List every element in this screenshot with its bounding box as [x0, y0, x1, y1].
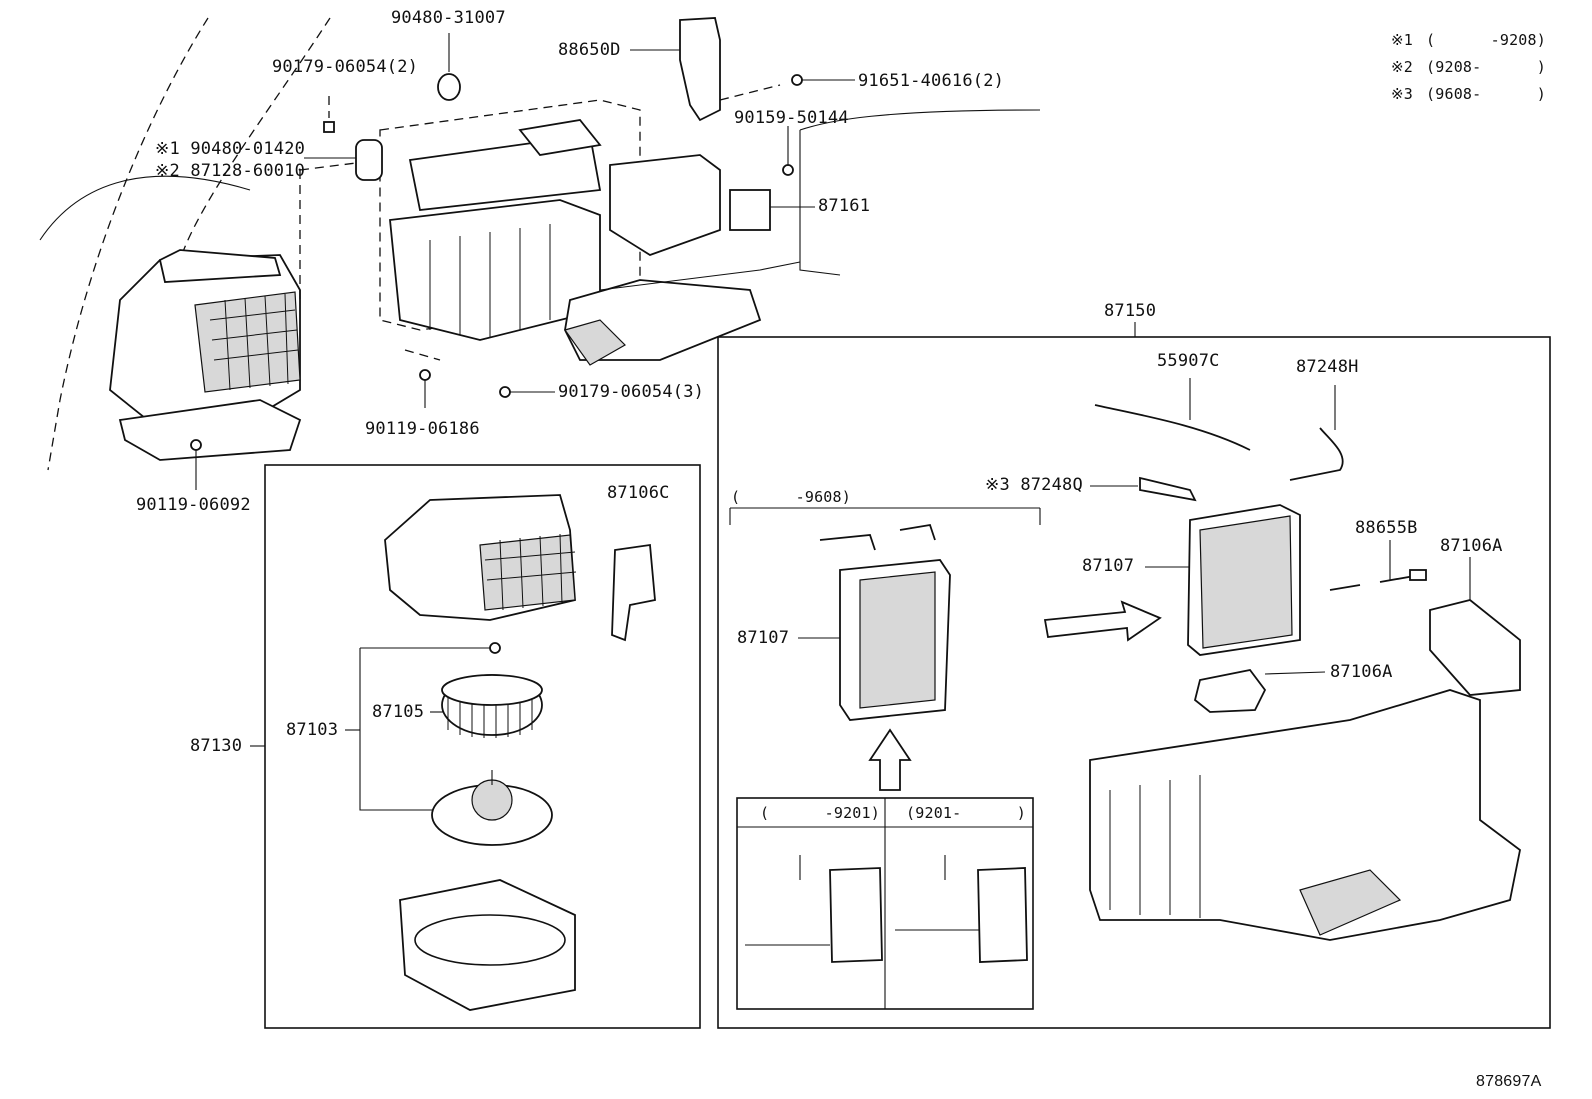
part-label-87107-heater-core: 87107	[737, 628, 790, 648]
note-mark-2: ※2	[1391, 58, 1413, 76]
resistor-87161-icon	[729, 189, 771, 231]
part-label-87106A-actuator: 87106A	[1330, 662, 1393, 682]
blower-unit-icon	[109, 249, 302, 461]
blower-housing-icon	[399, 879, 576, 1011]
note-range-1: ( -9208)	[1426, 31, 1546, 49]
part-label-88650D: 88650D	[558, 40, 621, 60]
right-arrow-icon	[1043, 600, 1162, 642]
blower-case-icon	[384, 494, 577, 621]
up-arrow-icon	[868, 728, 912, 791]
range-label-9201-before: ( -9201)	[760, 804, 880, 822]
part-label-87106C: 87106C	[607, 483, 670, 503]
evaporator-icon	[1187, 504, 1301, 656]
control-87106A-icon	[1429, 599, 1521, 696]
air-duct-icon	[564, 154, 762, 366]
note-range-2: (9208- )	[1426, 58, 1546, 76]
range-label-9201-after: (9201- )	[906, 804, 1026, 822]
dashboard-outline-curve	[47, 17, 209, 471]
actuator-87106A-icon	[1193, 669, 1267, 713]
part-label-87105: 87105	[372, 702, 425, 722]
bracket-88650D-icon	[679, 17, 721, 122]
figure-reference: 878697A	[1476, 1073, 1542, 1090]
heater-core-icon	[819, 523, 951, 721]
part-label-87150: 87150	[1104, 301, 1157, 321]
part-label-90179-06054-2: 90179-06054(2)	[272, 57, 419, 77]
part-label-55907C: 55907C	[1157, 351, 1220, 371]
heater-unit-case-icon	[1089, 689, 1521, 941]
part-label-87128-60010: ※2 87128-60010	[155, 161, 306, 181]
part-label-87107-evaporator: 87107	[1082, 556, 1135, 576]
part-label-90119-06186: 90119-06186	[365, 419, 480, 439]
part-label-87248H: 87248H	[1296, 357, 1359, 377]
part-label-87106A-control: 87106A	[1440, 536, 1503, 556]
note-mark-3: ※3	[1391, 85, 1413, 103]
dashboard-edge	[39, 175, 251, 241]
part-label-87130: 87130	[190, 736, 243, 756]
part-label-91651-40616: 91651-40616(2)	[858, 71, 1005, 91]
heater-core-variants-box	[736, 797, 1034, 1010]
blower-motor-icon	[431, 770, 553, 846]
dashboard-outline-curve-2	[179, 17, 331, 261]
part-label-87103: 87103	[286, 720, 339, 740]
heater-case-icon	[389, 119, 602, 341]
range-label-9608: ( -9608)	[731, 488, 851, 506]
part-label-87161: 87161	[818, 196, 871, 216]
heater-assembly-box	[717, 336, 1551, 1029]
part-label-90179-06054-3: 90179-06054(3)	[558, 382, 705, 402]
nut-icon	[323, 121, 335, 133]
note-mark-1: ※1	[1391, 31, 1413, 49]
part-label-90159-50144: 90159-50144	[734, 108, 849, 128]
note-range-3: (9608- )	[1426, 85, 1546, 103]
part-label-87248Q: ※3 87248Q	[985, 475, 1083, 495]
grommet-icon	[437, 73, 461, 101]
part-label-88655B: 88655B	[1355, 518, 1418, 538]
part-label-90480-31007: 90480-31007	[391, 8, 506, 28]
blower-fan-icon	[441, 674, 543, 738]
resistor-87106C-icon	[611, 543, 656, 642]
part-label-90480-01420: ※1 90480-01420	[155, 139, 306, 159]
wire-88655B-icon	[1329, 569, 1427, 591]
seal-icon	[355, 139, 383, 181]
part-label-90119-06092: 90119-06092	[136, 495, 251, 515]
